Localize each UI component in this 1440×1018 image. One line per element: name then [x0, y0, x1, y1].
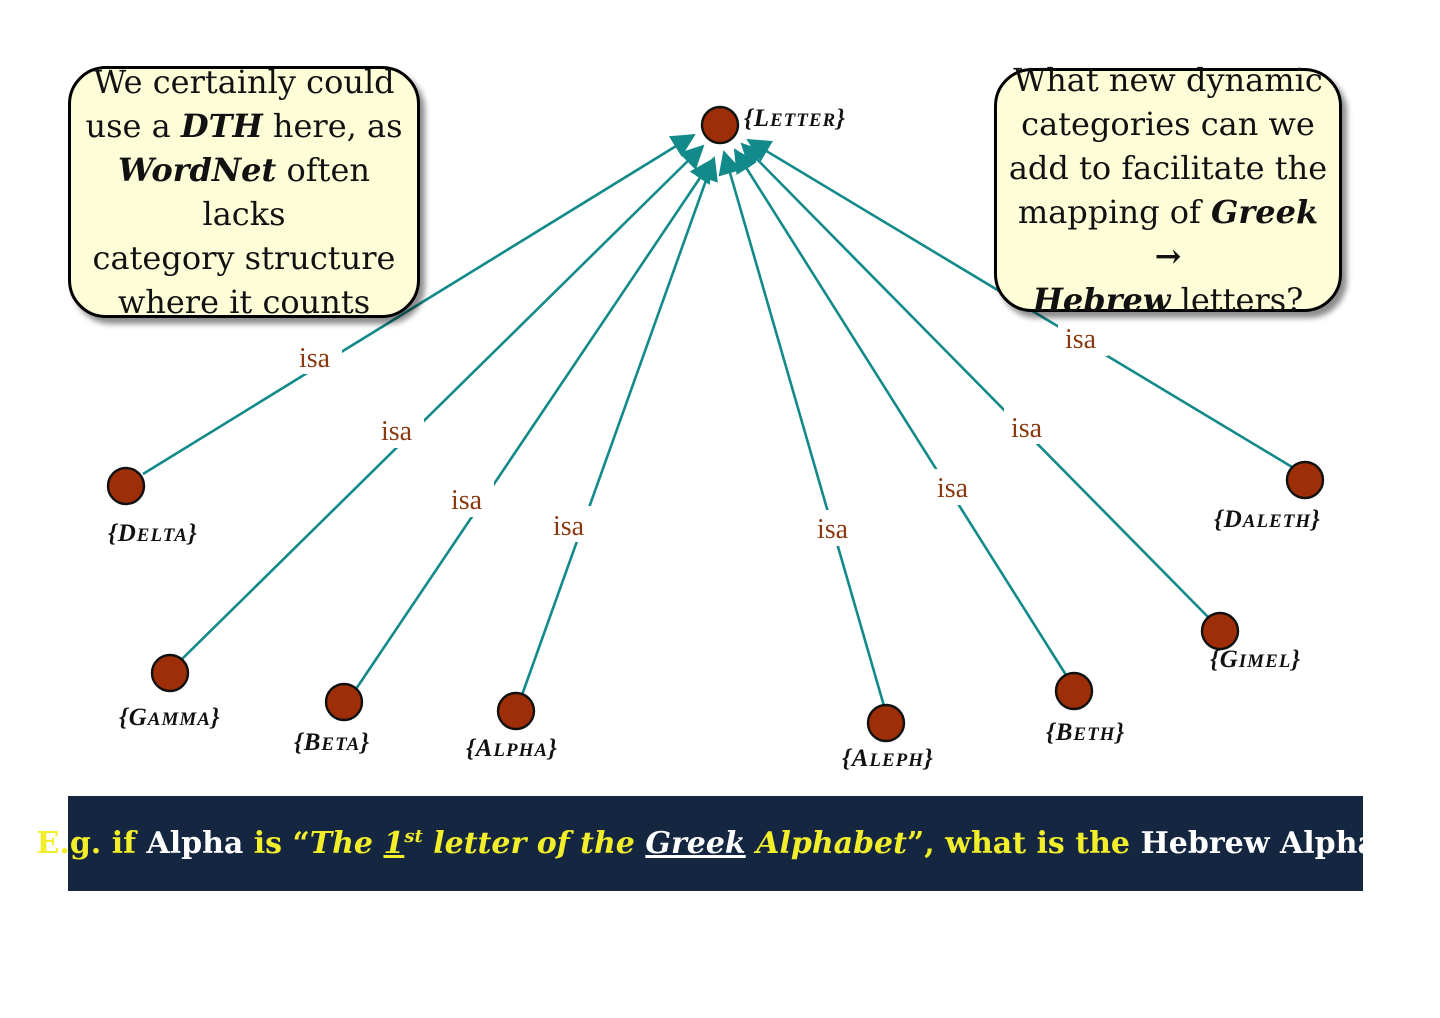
- edge-gimel-to-letter: [740, 142, 1210, 619]
- callout-right-line-4: mapping of Greek →: [1017, 193, 1319, 275]
- callout-dth-text: We certainly could use a DTH here, as Wo…: [77, 60, 411, 324]
- callout-left-line-2: use a DTH here, as: [85, 107, 403, 145]
- node-aleph: {ALEPH}: [842, 703, 934, 772]
- isa-label-aleph: isa: [817, 514, 849, 545]
- node-letter-label: {LETTER}: [744, 105, 846, 132]
- edge-delta-to-letter: [142, 133, 696, 476]
- node-beth-circle: [1054, 671, 1094, 711]
- node-beth-label: {BETH}: [1046, 719, 1125, 746]
- callout-left-line-4: category structure: [92, 239, 396, 277]
- isa-label-gamma: isa: [381, 416, 413, 447]
- isa-label-alpha: isa: [553, 511, 585, 542]
- isa-label-delta: isa: [299, 343, 331, 374]
- node-alpha-circle: [496, 691, 536, 731]
- node-delta-circle: [106, 466, 146, 506]
- node-beta-label: {BETA}: [294, 729, 370, 756]
- isa-label-beta: isa: [451, 485, 483, 516]
- dth-term: DTH: [180, 107, 263, 145]
- example-banner: E.g. if Alpha is “The 1st letter of the …: [37, 796, 1395, 891]
- node-beth: {BETH}: [1046, 671, 1125, 746]
- callout-left-line-5: where it counts: [117, 283, 371, 321]
- greek-arrow-term: Greek →: [1154, 193, 1319, 275]
- node-letter: {LETTER}: [700, 105, 846, 145]
- node-gamma-circle: [150, 653, 190, 693]
- node-gimel-label: {GIMEL}: [1210, 646, 1301, 673]
- callout-left-line-3: WordNet often lacks: [118, 151, 370, 233]
- callout-dynamic-text: What new dynamic categories can we add t…: [1001, 58, 1335, 322]
- node-gamma: {GAMMA}: [119, 653, 221, 731]
- callout-right-line-1: What new dynamic: [1013, 61, 1323, 99]
- callout-right-line-3: add to facilitate the: [1008, 149, 1328, 187]
- edge-aleph-to-letter: [718, 150, 886, 707]
- node-delta-label: {DELTA}: [108, 520, 198, 547]
- node-gamma-label: {GAMMA}: [119, 704, 221, 731]
- node-beta-circle: [324, 682, 364, 722]
- edge-gamma-to-letter: [179, 144, 705, 662]
- isa-label-gimel: isa: [1011, 413, 1043, 444]
- node-alpha: {ALPHA}: [466, 691, 558, 762]
- isa-edges: [142, 133, 1293, 707]
- node-daleth-circle: [1285, 460, 1325, 500]
- edge-beth-to-letter: [733, 148, 1068, 676]
- callout-right-line-2: categories can we: [1021, 105, 1315, 143]
- node-daleth: {DALETH}: [1214, 460, 1325, 533]
- callout-dynamic-categories: What new dynamic categories can we add t…: [994, 61, 1342, 319]
- node-daleth-label: {DALETH}: [1214, 506, 1321, 533]
- node-letter-circle: [700, 105, 740, 145]
- hebrew-term: Hebrew: [1032, 281, 1171, 319]
- isa-label-daleth: isa: [1065, 324, 1097, 355]
- isa-labels: isa isa isa isa isa isa isa isa: [292, 320, 1108, 546]
- node-delta: {DELTA}: [106, 466, 198, 547]
- node-gimel: {GIMEL}: [1200, 611, 1301, 673]
- edge-beta-to-letter: [354, 158, 714, 690]
- banner-text: E.g. if Alpha is “The 1st letter of the …: [36, 826, 1395, 861]
- callout-left-line-1: We certainly could: [93, 63, 395, 101]
- node-aleph-circle: [866, 703, 906, 743]
- callout-right-line-5: Hebrew letters?: [1032, 281, 1304, 319]
- node-aleph-label: {ALEPH}: [842, 745, 934, 772]
- node-alpha-label: {ALPHA}: [466, 735, 558, 762]
- edge-alpha-to-letter: [520, 156, 718, 696]
- node-gimel-circle: [1200, 611, 1240, 651]
- wordnet-term: WordNet: [118, 151, 277, 189]
- node-beta: {BETA}: [294, 682, 370, 756]
- callout-dth-note: We certainly could use a DTH here, as Wo…: [68, 63, 420, 321]
- isa-label-beth: isa: [937, 473, 969, 504]
